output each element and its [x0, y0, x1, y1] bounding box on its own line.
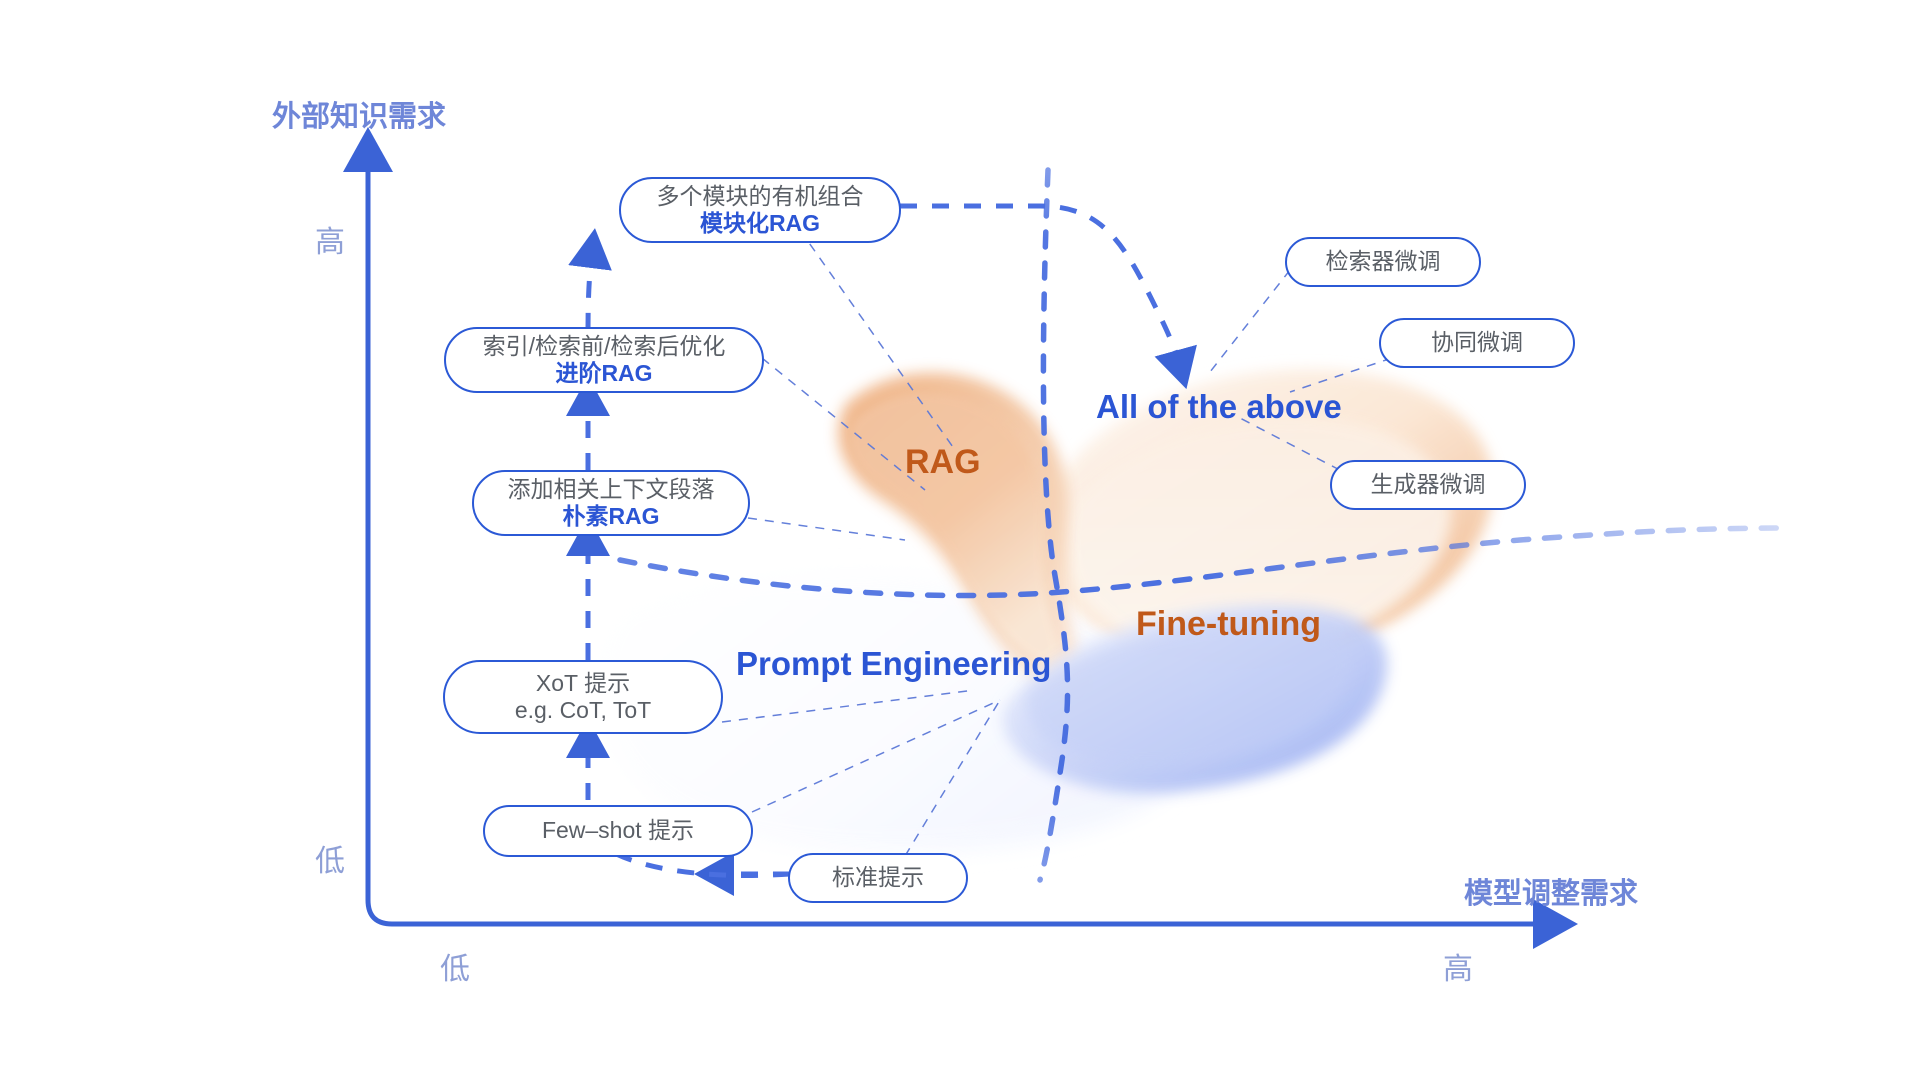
node-few-shot-prompt[interactable]: Few–shot 提示	[483, 805, 753, 857]
node-retriever-fine-tuning[interactable]: 检索器微调	[1285, 237, 1481, 287]
axis-x-title: 模型调整需求	[1464, 878, 1639, 910]
arrow-advanced-to-modular	[568, 228, 612, 331]
node-xot-line1: XoT 提示	[535, 669, 631, 696]
node-advanced-rag[interactable]: 索引/检索前/检索后优化 进阶RAG	[444, 327, 764, 393]
axis-y-tick-high: 高	[315, 226, 345, 259]
node-xot-line2: e.g. CoT, ToT	[514, 697, 652, 723]
connector-xot-to-pe	[721, 689, 976, 723]
region-blob-fine-tuning-highlight	[1026, 621, 1353, 767]
axis-y-title: 外部知识需求	[272, 101, 447, 133]
node-collab-ft-label: 协同微调	[1431, 329, 1523, 356]
node-standard-label: 标准提示	[832, 864, 924, 891]
node-naive-rag[interactable]: 添加相关上下文段落 朴素RAG	[472, 470, 750, 536]
divider-vertical	[1037, 167, 1071, 883]
node-advanced-rag-line2: 进阶RAG	[555, 360, 653, 386]
node-advanced-rag-line1: 索引/检索前/检索后优化	[482, 332, 726, 359]
connector-modular-to-rag	[799, 229, 956, 451]
connector-advanced-to-rag	[761, 357, 926, 491]
arrow-standard-curve	[588, 834, 791, 878]
region-label-rag: RAG	[905, 443, 981, 481]
axis-path	[365, 160, 1545, 927]
axis-y-tick-low: 低	[315, 845, 345, 878]
node-modular-rag[interactable]: 多个模块的有机组合 模块化RAG	[619, 177, 901, 243]
axis-x-tick-low: 低	[440, 953, 470, 986]
node-generator-ft-label: 生成器微调	[1370, 471, 1486, 498]
node-collaborative-fine-tuning[interactable]: 协同微调	[1379, 318, 1575, 368]
node-few-shot-label: Few–shot 提示	[541, 817, 695, 844]
connector-retriever-to-all	[1209, 269, 1291, 373]
region-label-all-of-the-above: All of the above	[1096, 388, 1342, 425]
node-xot-prompt[interactable]: XoT 提示 e.g. CoT, ToT	[443, 660, 723, 734]
connector-fewshot-to-pe	[751, 699, 1001, 813]
region-label-prompt-engineering: Prompt Engineering	[736, 645, 1052, 682]
node-modular-rag-line2: 模块化RAG	[699, 210, 821, 236]
node-naive-rag-line2: 朴素RAG	[562, 503, 660, 529]
node-retriever-ft-label: 检索器微调	[1325, 248, 1441, 275]
arrow-modular-to-all	[900, 203, 1197, 390]
node-naive-rag-line1: 添加相关上下文段落	[507, 475, 715, 502]
node-modular-rag-line1: 多个模块的有机组合	[656, 182, 864, 209]
divider-horizontal	[617, 525, 1793, 599]
node-generator-fine-tuning[interactable]: 生成器微调	[1330, 460, 1526, 510]
connector-standard-to-pe	[904, 699, 1001, 857]
axis-x-tick-high: 高	[1443, 953, 1473, 986]
region-label-fine-tuning: Fine-tuning	[1136, 605, 1322, 643]
node-standard-prompt[interactable]: 标准提示	[788, 853, 968, 903]
